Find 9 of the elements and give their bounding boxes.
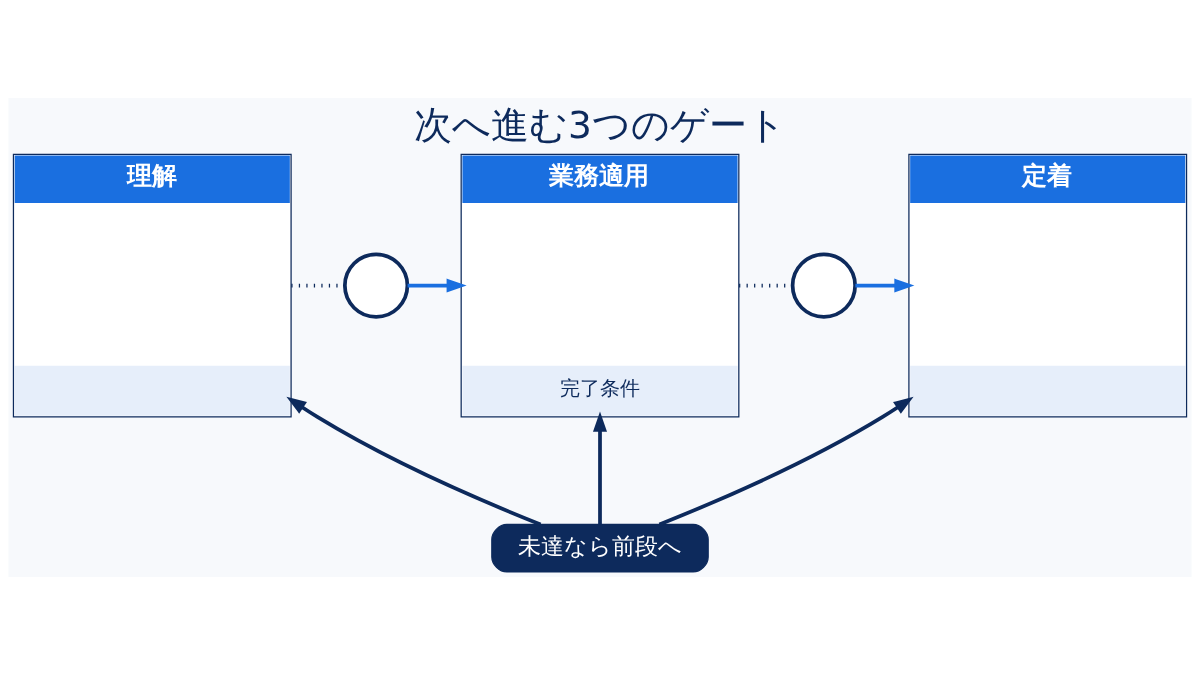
node-circle: [343, 252, 410, 319]
arrow: [592, 411, 608, 525]
arrow: [407, 278, 467, 293]
arrow: [286, 396, 542, 527]
arrow: [658, 396, 914, 527]
node-box: 未達なら前段へ: [491, 523, 709, 573]
node-circle: [790, 252, 857, 319]
arrow: [855, 278, 915, 293]
diagram-title: 次へ進む3つのゲート: [414, 103, 786, 148]
